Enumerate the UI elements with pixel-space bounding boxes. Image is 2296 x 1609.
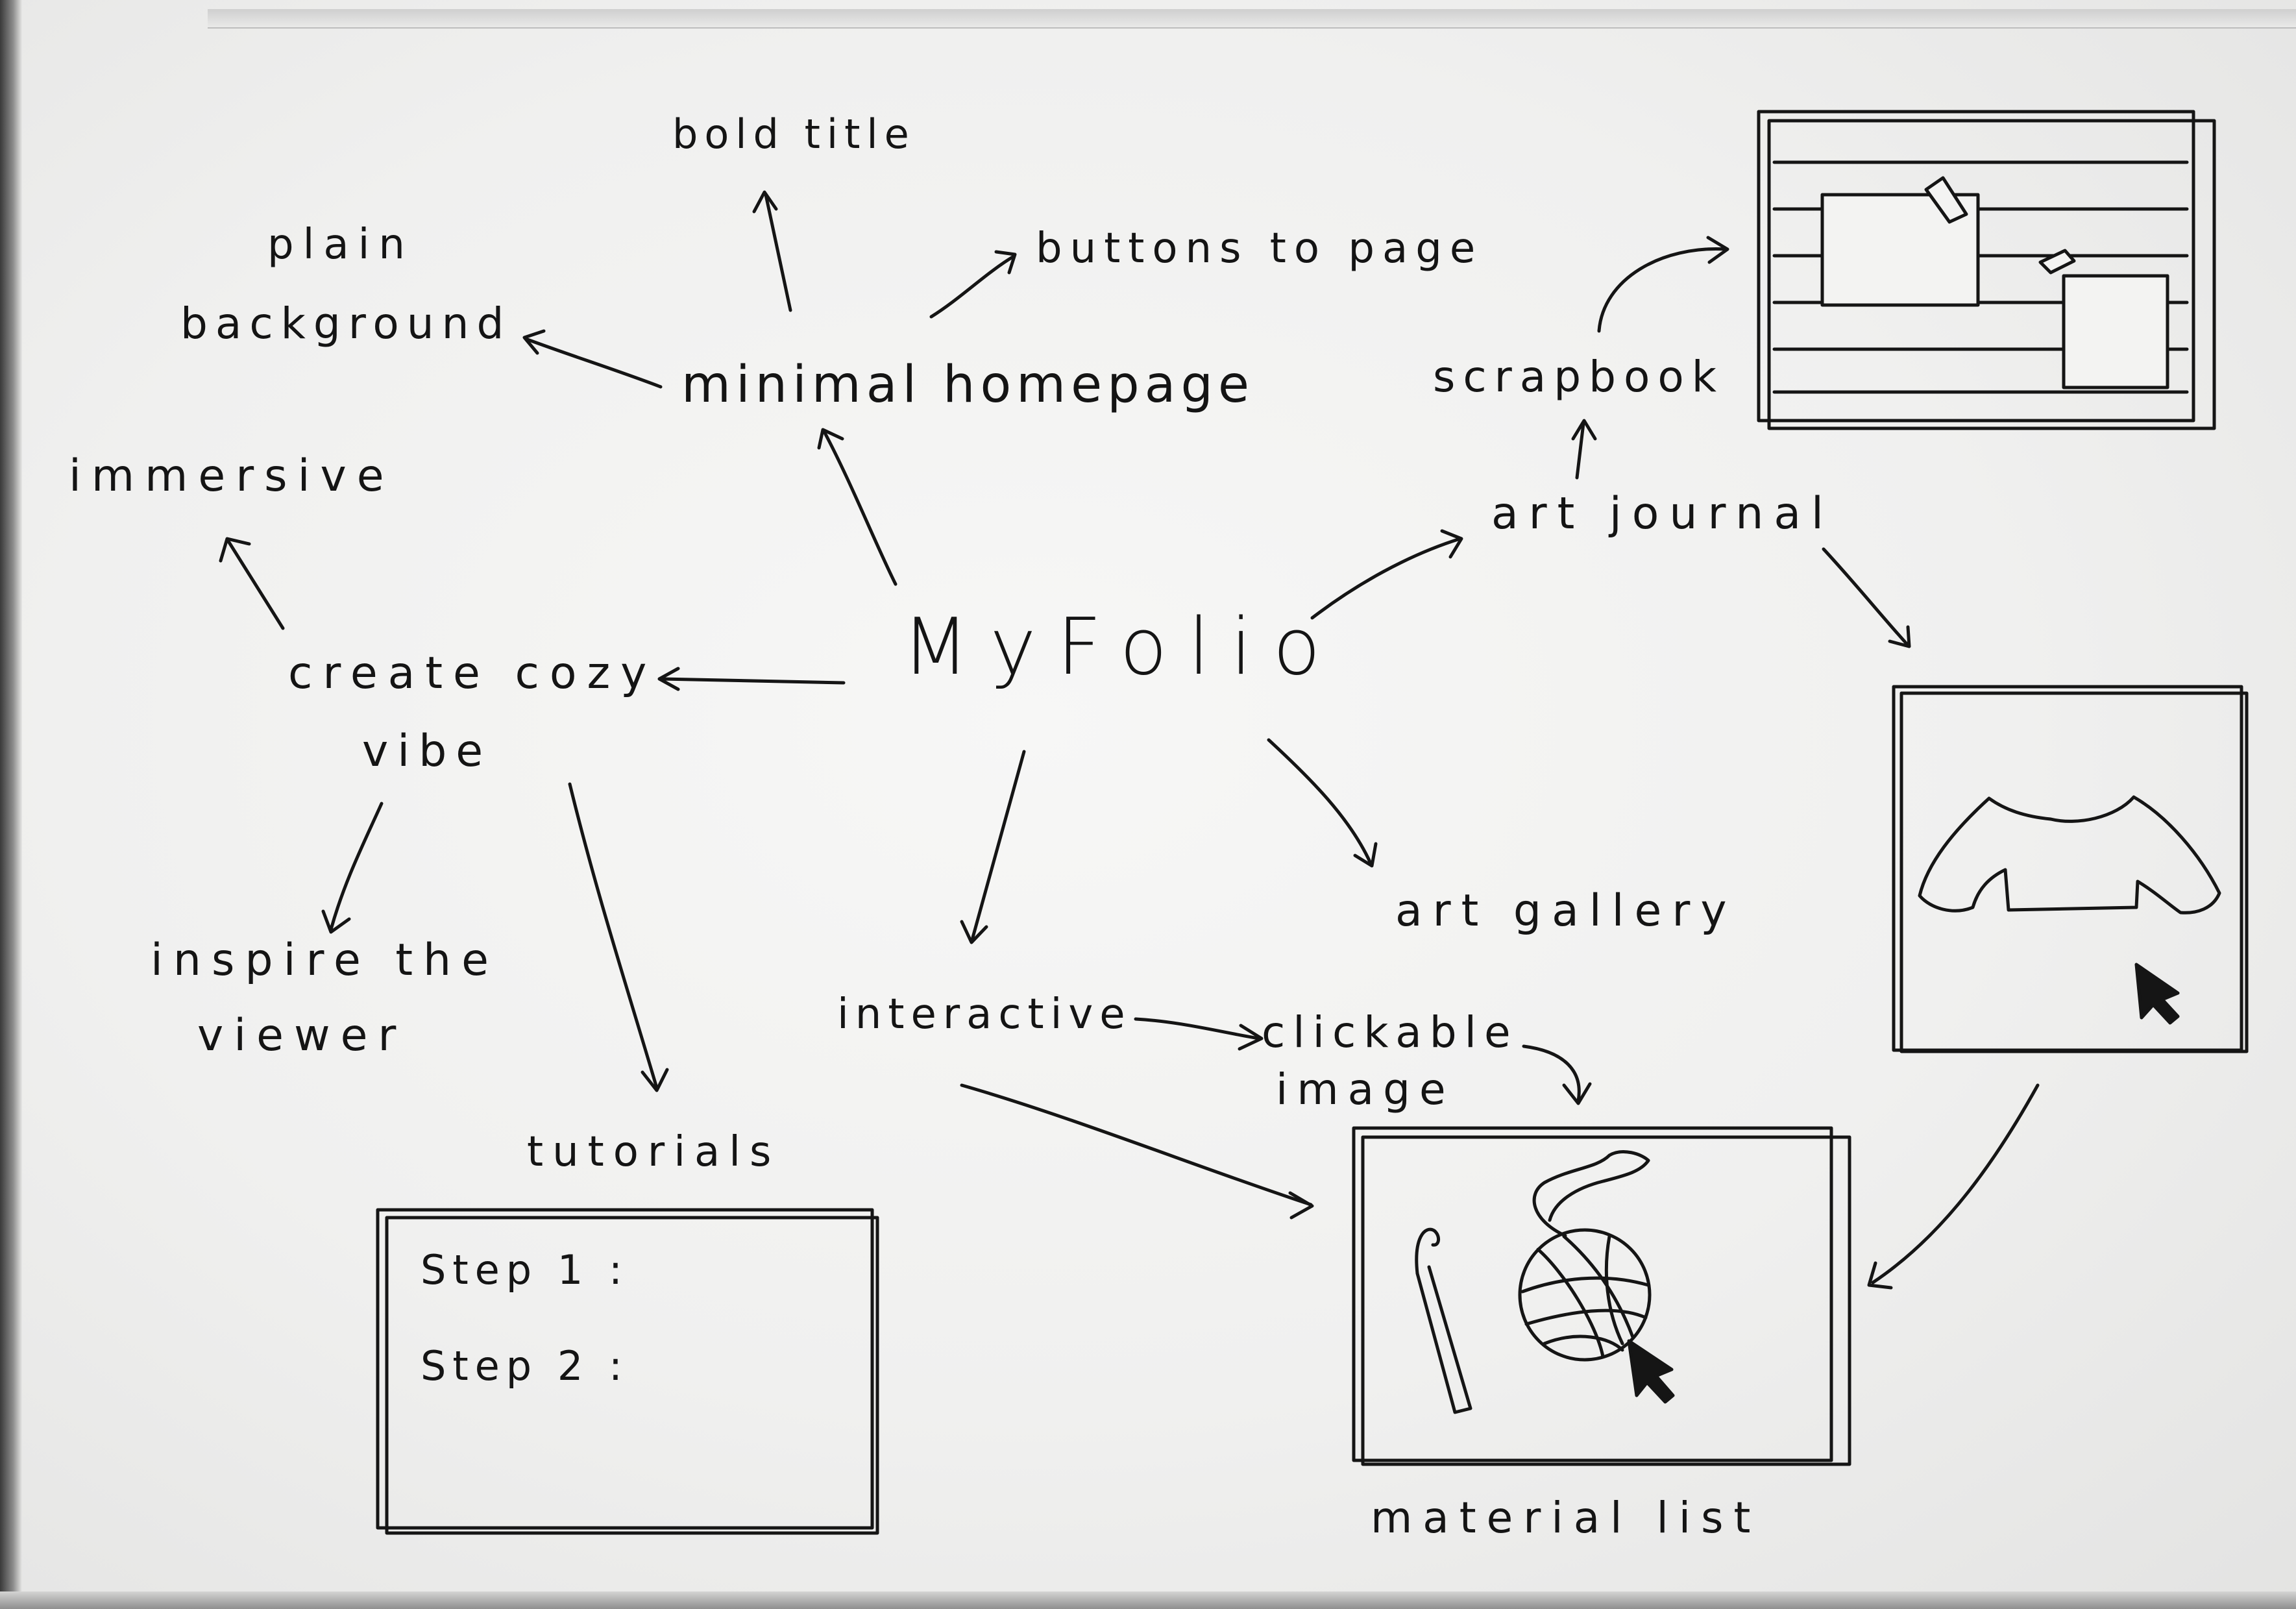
arrow-interactive-to-material — [960, 1083, 1314, 1220]
arrow-to-tutorials — [568, 782, 669, 1092]
arrow-to-create-cozy-vibe — [657, 667, 846, 691]
arrow-clickable-to-material — [1522, 1044, 1592, 1105]
arrow-to-interactive — [960, 750, 1026, 944]
page-bottom-edge — [0, 1591, 2296, 1609]
label-image: image — [1276, 1064, 1455, 1114]
spiral-binding-edge — [208, 9, 2296, 29]
label-vibe: vibe — [362, 726, 493, 777]
central-title: MyFolio — [902, 602, 1341, 693]
arrow-to-scrapbook — [1571, 419, 1597, 480]
material-image-sketch — [1352, 1126, 1851, 1466]
arrow-to-clickable-image — [1134, 1017, 1264, 1051]
arrow-to-sweater-sketch — [1822, 547, 1911, 648]
arrow-scrapbook-to-sketch — [1597, 236, 1729, 333]
label-material-list: material list — [1371, 1493, 1761, 1543]
tutorials-box-sketch — [376, 1208, 879, 1535]
label-art-gallery: art gallery — [1395, 885, 1737, 937]
label-create-cozy: create cozy — [288, 648, 657, 699]
arrow-to-immersive — [219, 537, 285, 630]
label-scrapbook: scrapbook — [1433, 352, 1725, 402]
label-immersive: immersive — [69, 450, 395, 502]
label-buttons-to-page: buttons to page — [1036, 225, 1484, 273]
label-inspire-the: inspire the — [151, 935, 499, 986]
tutorial-step-1: Step 1 : — [421, 1246, 629, 1294]
arrow-to-buttons-to-page — [929, 250, 1017, 319]
arrow-to-plain-background — [522, 329, 663, 389]
arrow-sweater-to-material — [1867, 1083, 2040, 1290]
arrow-to-bold-title — [752, 190, 792, 312]
tutorial-step-2: Step 2 : — [421, 1342, 629, 1390]
label-background: background — [180, 299, 512, 349]
scrapbook-sketch — [1757, 110, 2216, 430]
sweater-image-sketch — [1892, 685, 2249, 1053]
arrow-to-inspire-the-viewer — [321, 802, 384, 934]
label-tutorials: tutorials — [527, 1128, 781, 1176]
arrow-to-art-gallery — [1267, 738, 1378, 868]
label-interactive: interactive — [837, 990, 1132, 1038]
arrow-to-minimal-homepage — [817, 428, 898, 586]
label-art-journal: art journal — [1491, 488, 1834, 539]
label-viewer: viewer — [197, 1010, 407, 1061]
label-bold-title: bold title — [672, 110, 916, 158]
label-plain: plain — [267, 221, 414, 269]
page-left-edge — [0, 0, 22, 1609]
arrow-to-art-journal — [1310, 529, 1463, 620]
label-clickable: clickable — [1262, 1007, 1519, 1057]
label-minimal-homepage: minimal homepage — [681, 356, 1254, 414]
